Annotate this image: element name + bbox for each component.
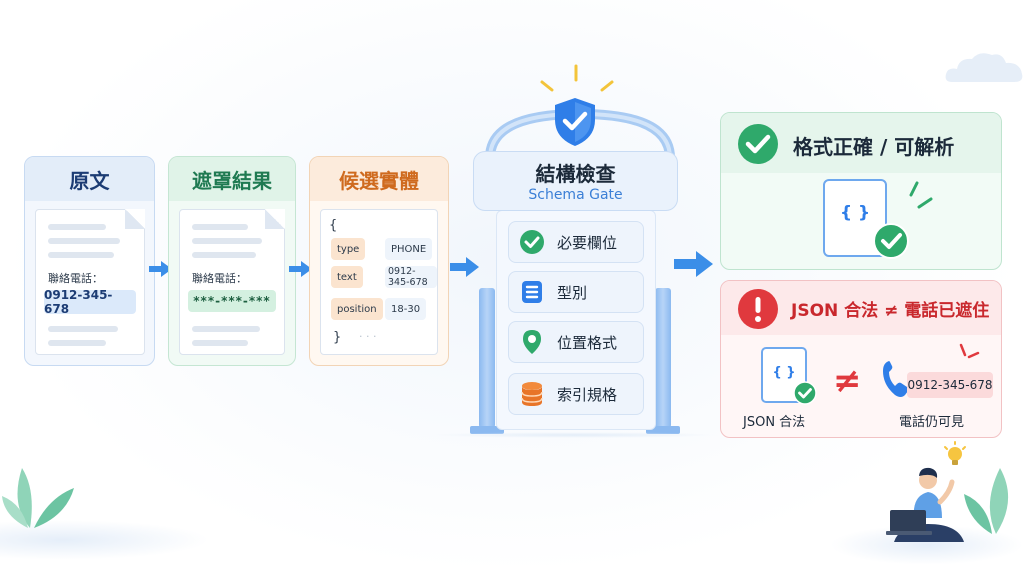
candidate-title: 候選實體 — [310, 157, 448, 201]
text-line — [192, 252, 256, 258]
result-warn-card: JSON 合法 ≠ 電話已遮住 { } JSON 合法 ≠ 0912-345-6… — [720, 280, 1002, 438]
text-line — [192, 326, 260, 332]
gate-pillar-right — [655, 288, 671, 428]
flow-arrow-icon — [674, 251, 713, 277]
result-ok-document: { } — [823, 179, 887, 257]
text-line — [192, 238, 262, 244]
doc-fold — [125, 209, 145, 229]
check-circle-icon — [793, 381, 817, 405]
gate-check-label: 必要欄位 — [557, 233, 618, 252]
json-open-brace: { — [329, 218, 338, 233]
json-ellipsis: · · · — [359, 330, 377, 343]
text-line — [192, 340, 248, 346]
gate-check-label: 型別 — [557, 283, 588, 302]
phone-label: 聯絡電話： — [192, 272, 247, 285]
masked-document: 聯絡電話： ***-***-*** — [179, 209, 285, 355]
plant-right-icon — [964, 468, 1009, 534]
flow-arrow-icon — [149, 261, 172, 277]
shield-check-icon — [555, 98, 595, 146]
result-ok-header: 格式正確 / 可解析 — [721, 113, 1001, 173]
check-circle-icon — [520, 230, 544, 254]
field-key: type — [331, 238, 366, 260]
cloud-icon — [945, 53, 1023, 82]
check-circle-icon — [738, 124, 778, 164]
phone-visible-caption: 電話仍可見 — [899, 415, 965, 430]
gate-floor — [430, 432, 720, 438]
text-line — [48, 340, 106, 346]
visible-phone-value: 0912-345-678 — [907, 372, 993, 398]
text-line — [48, 224, 106, 230]
text-line — [48, 238, 120, 244]
flow-arrow-icon — [289, 261, 312, 277]
gate-check-index-spec: 索引規格 — [508, 373, 644, 415]
text-line — [48, 326, 118, 332]
map-pin-icon — [523, 330, 541, 354]
source-card: 原文 聯絡電話： 0912-345-678 — [24, 156, 155, 366]
gate-base-left — [470, 426, 504, 434]
gate-title: 結構檢查 — [535, 162, 616, 186]
result-ok-card: 格式正確 / 可解析 { } — [720, 112, 1002, 270]
not-equal-sign: ≠ — [833, 361, 862, 401]
database-icon — [521, 382, 543, 406]
field-key: text — [331, 266, 363, 288]
candidate-card: 候選實體 { type PHONE text 0912-345-678 posi… — [309, 156, 449, 366]
source-title: 原文 — [25, 157, 154, 201]
json-glyph: { } — [839, 203, 871, 223]
phone-icon — [883, 361, 909, 397]
text-line — [192, 224, 248, 230]
plant-left-icon — [2, 468, 74, 528]
gate-check-label: 索引規格 — [557, 385, 618, 404]
list-doc-icon — [522, 281, 542, 303]
masked-title: 遮罩結果 — [169, 157, 295, 201]
highlight-rays-icon — [540, 64, 614, 92]
gate-pillar-left — [479, 288, 495, 428]
json-valid-caption: JSON 合法 — [743, 415, 806, 430]
masked-phone-value: ***-***-*** — [188, 290, 276, 312]
source-document: 聯絡電話： 0912-345-678 — [35, 209, 145, 355]
phone-value: 0912-345-678 — [44, 288, 136, 316]
sparkle-lines-icon — [909, 181, 933, 209]
alert-lines-icon — [959, 343, 980, 359]
json-glyph: { } — [772, 365, 796, 380]
phone-label: 聯絡電話： — [48, 272, 103, 285]
json-close-brace: } — [333, 330, 342, 345]
person-with-laptop-icon — [886, 467, 964, 542]
check-circle-icon — [873, 223, 909, 259]
masked-card: 遮罩結果 聯絡電話： ***-***-*** — [168, 156, 296, 366]
lightbulb-icon — [944, 441, 966, 465]
flow-arrow-icon — [450, 257, 479, 277]
gate-check-label: 位置格式 — [557, 333, 618, 352]
result-warn-title: JSON 合法 ≠ 電話已遮住 — [791, 301, 990, 321]
doc-fold — [265, 209, 285, 229]
gate-check-type: 型別 — [508, 271, 644, 313]
field-value: 18-30 — [385, 298, 427, 320]
text-line — [48, 252, 114, 258]
gate-check-required-fields: 必要欄位 — [508, 221, 644, 263]
result-ok-title: 格式正確 / 可解析 — [793, 135, 955, 159]
exclamation-icon — [738, 289, 778, 329]
gate-header: 結構檢查 Schema Gate — [473, 151, 678, 211]
gate-base-right — [646, 426, 680, 434]
field-key: position — [331, 298, 383, 320]
field-value: PHONE — [385, 238, 433, 260]
result-warn-header: JSON 合法 ≠ 電話已遮住 — [721, 281, 1001, 335]
gate-subtitle: Schema Gate — [528, 187, 623, 203]
field-value: 0912-345-678 — [385, 266, 437, 288]
gate-check-position-format: 位置格式 — [508, 321, 644, 363]
candidate-json-panel: { type PHONE text 0912-345-678 position … — [320, 209, 438, 355]
